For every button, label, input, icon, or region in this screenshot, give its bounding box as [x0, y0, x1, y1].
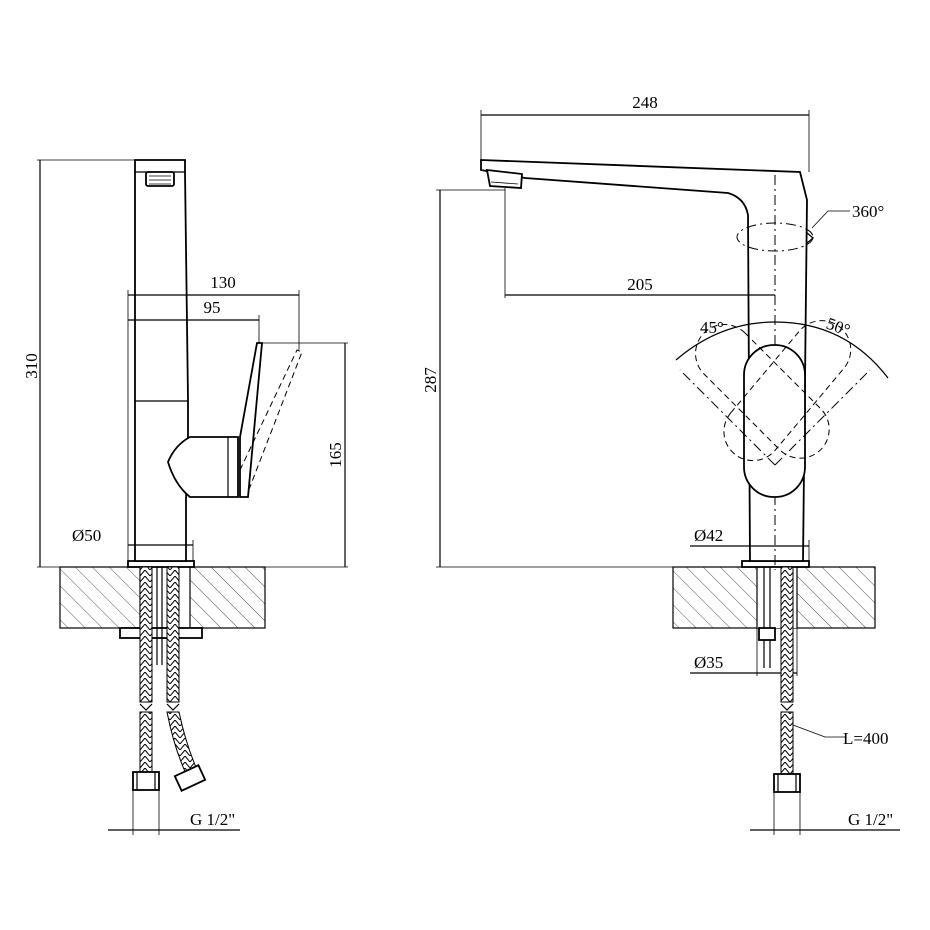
aerator-front — [485, 168, 523, 189]
dim-height-165: 165 — [326, 442, 345, 468]
dim-angle-45: 45° — [700, 318, 724, 337]
hose-fitting-right — [773, 773, 801, 793]
dim-width-95: 95 — [204, 298, 221, 317]
dim-diameter-35: Ø35 — [694, 653, 723, 672]
hose-left-a — [139, 566, 153, 703]
hose-left-b — [166, 566, 180, 703]
dim-thread-left: G 1/2" — [190, 810, 235, 829]
aerator-side — [145, 171, 175, 187]
hose-left-a-lower — [139, 711, 153, 773]
dim-reach-248: 248 — [632, 93, 658, 112]
dim-diameter-42: Ø42 — [694, 526, 723, 545]
dim-thread-right: G 1/2" — [848, 810, 893, 829]
dim-reach-205: 205 — [627, 275, 653, 294]
lever-handle-side — [239, 342, 263, 498]
hose-fitting-left-b — [173, 764, 207, 792]
side-view: 310 130 95 165 Ø50 — [22, 159, 348, 835]
dim-height-287: 287 — [421, 367, 440, 393]
dim-angle-50: 50° — [824, 314, 853, 340]
front-view: 360° 45° 50° 248 205 287 — [421, 93, 900, 835]
dim-diameter-50: Ø50 — [72, 526, 101, 545]
lever-handle-front — [743, 344, 806, 498]
dim-rotation-360: 360° — [852, 202, 884, 221]
hose-fitting-left-a — [132, 771, 160, 791]
hose-right-lower — [780, 711, 794, 775]
lever-handle-raised — [239, 349, 303, 493]
hose-left-b-bent — [166, 711, 199, 777]
hose-right-upper — [780, 566, 794, 703]
dim-hose-length: L=400 — [843, 729, 888, 748]
dim-height-310: 310 — [22, 353, 41, 379]
lever-hub-side — [167, 436, 239, 498]
fixing-nut-left — [119, 627, 203, 639]
faucet-body-front — [480, 159, 808, 562]
dim-width-130: 130 — [210, 273, 236, 292]
fixing-nut-right — [758, 627, 776, 641]
faucet-body-side — [134, 159, 189, 562]
lever-positions-dashed — [679, 320, 871, 466]
